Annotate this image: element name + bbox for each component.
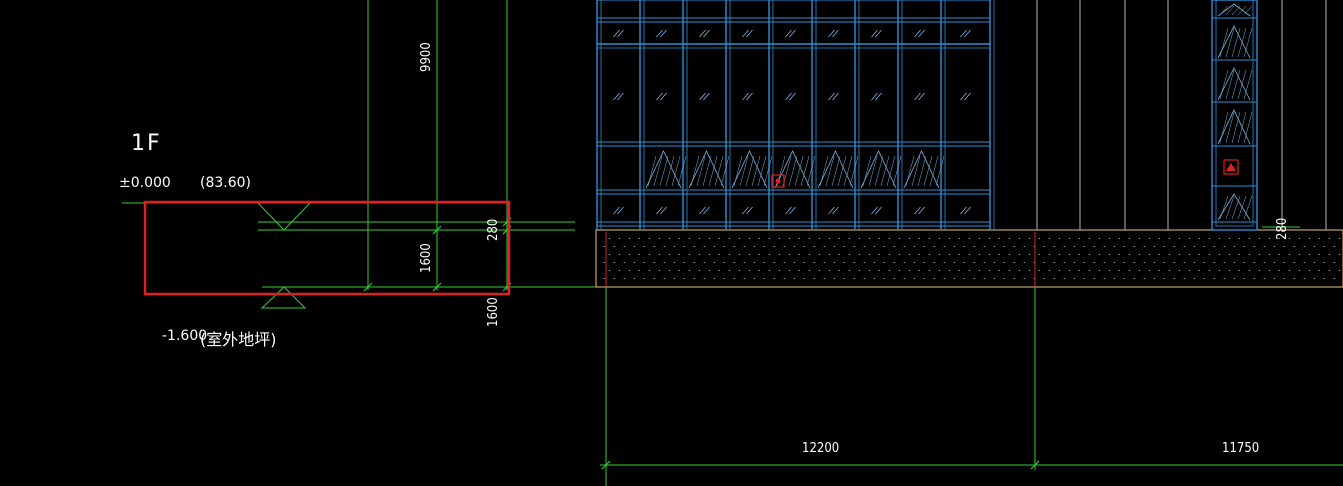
level-main: ±0.000: [119, 175, 171, 191]
structural-lines: [1036, 0, 1327, 230]
level-marker-ground: [260, 286, 307, 309]
level-marker-main: [256, 202, 312, 231]
level-ground-note: (室外地坪): [200, 330, 277, 349]
dim-280-left: 280: [486, 219, 501, 241]
curtain-wall: [596, 0, 995, 230]
marker-dot-1: [775, 178, 781, 184]
dim-9900: 9900: [419, 42, 434, 72]
marker-triangle-2: [1226, 163, 1236, 171]
dim-12200: 12200: [802, 441, 839, 456]
dim-11750: 11750: [1222, 441, 1259, 456]
ground-dot-pattern: [603, 238, 1340, 279]
floor-label: 1F: [131, 131, 162, 156]
window-column-right: [1211, 0, 1258, 231]
highlight-box[interactable]: [143, 200, 511, 296]
marker-square-1: [771, 174, 785, 188]
dim-1600-inner: 1600: [419, 243, 434, 273]
dim-1600-outer: 1600: [486, 297, 501, 327]
level-ground: -1.600: [162, 328, 207, 344]
level-abs: (83.60): [200, 175, 251, 191]
marker-square-2: [1223, 159, 1239, 175]
ground-slab: [595, 229, 1343, 288]
dim-280-right: 280: [1275, 218, 1290, 240]
